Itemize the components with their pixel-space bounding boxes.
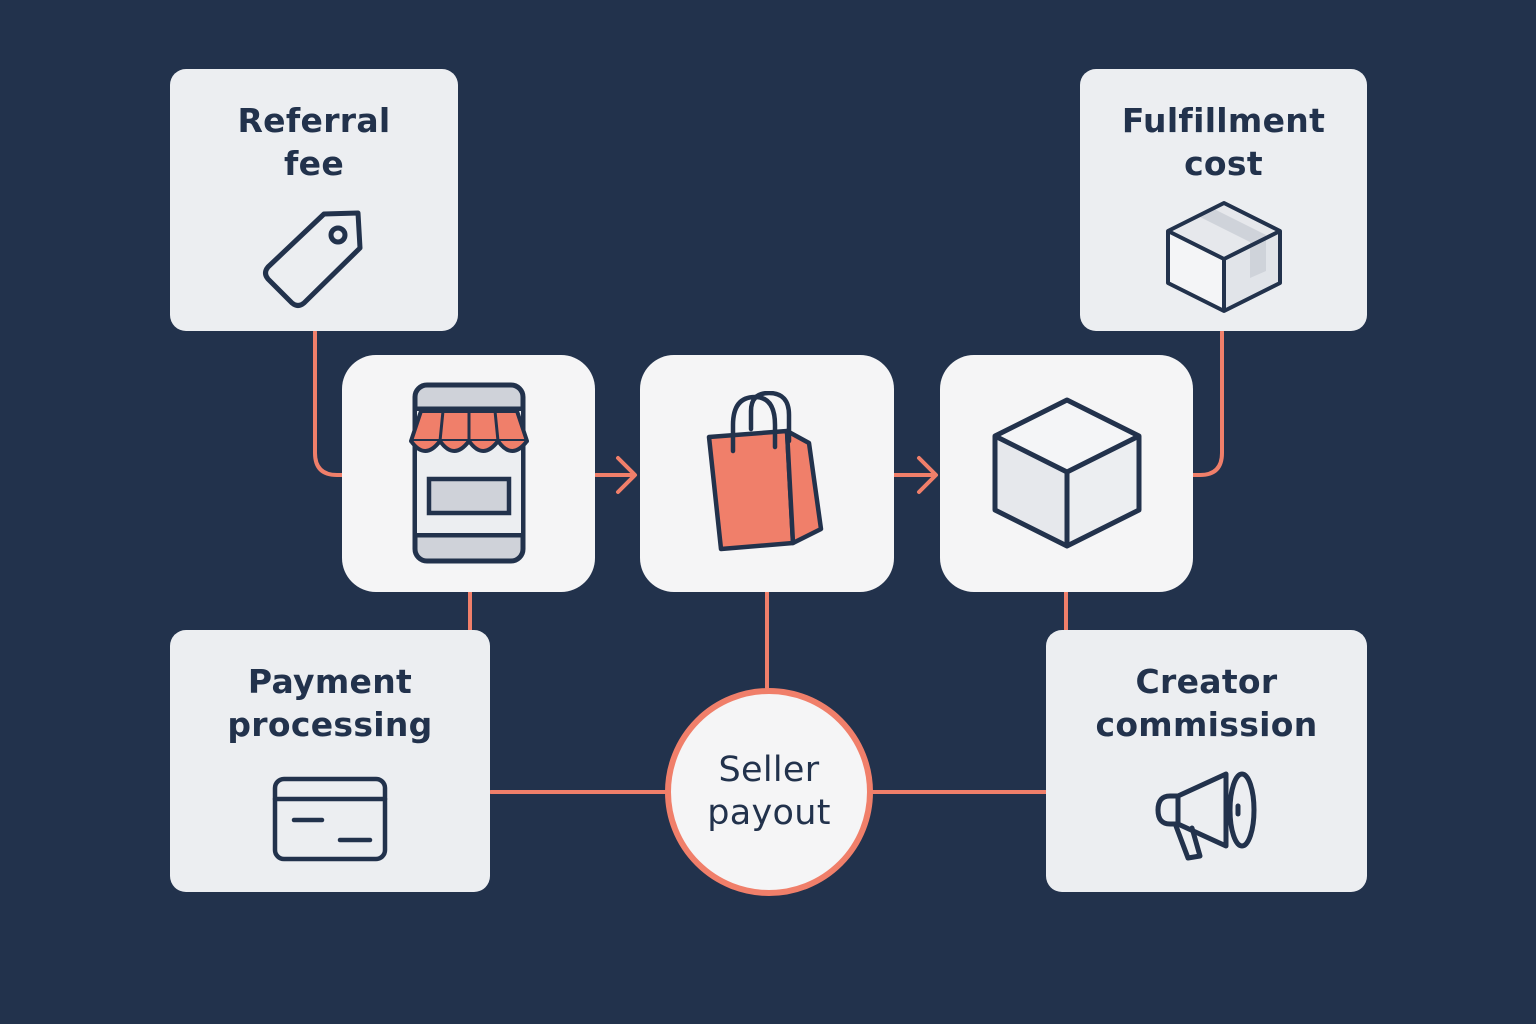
- storefront-phone-icon: [408, 382, 529, 563]
- creator-commission-card: Creator commission: [1046, 630, 1367, 892]
- package-stage: [940, 355, 1193, 592]
- payment-processing-label: Payment processing: [227, 662, 433, 744]
- creator-commission-label: Creator commission: [1095, 662, 1318, 744]
- fulfillment-cost-label: Fulfillment cost: [1121, 101, 1326, 183]
- bag-stage: [640, 355, 894, 592]
- connector-fulfillment: [1190, 330, 1224, 477]
- arrow-storefront-bag: [594, 456, 637, 494]
- credit-card-icon: [272, 776, 388, 862]
- referral-fee-card: Referral fee: [170, 69, 458, 331]
- payment-processing-card: Payment processing: [170, 630, 490, 892]
- package-icon: [992, 397, 1141, 548]
- shopping-bag-icon: [706, 390, 824, 551]
- megaphone-icon: [1155, 771, 1256, 861]
- price-tag-icon: [263, 210, 363, 308]
- storefront-stage: [342, 355, 595, 592]
- connector-referral: [313, 330, 347, 477]
- referral-fee-label: Referral fee: [237, 101, 391, 183]
- box-icon: [1165, 201, 1282, 313]
- seller-payout-node: Seller payout: [665, 688, 873, 896]
- seller-payout-label: Seller payout: [707, 750, 831, 833]
- fulfillment-cost-card: Fulfillment cost: [1080, 69, 1367, 331]
- arrow-bag-package: [892, 456, 938, 494]
